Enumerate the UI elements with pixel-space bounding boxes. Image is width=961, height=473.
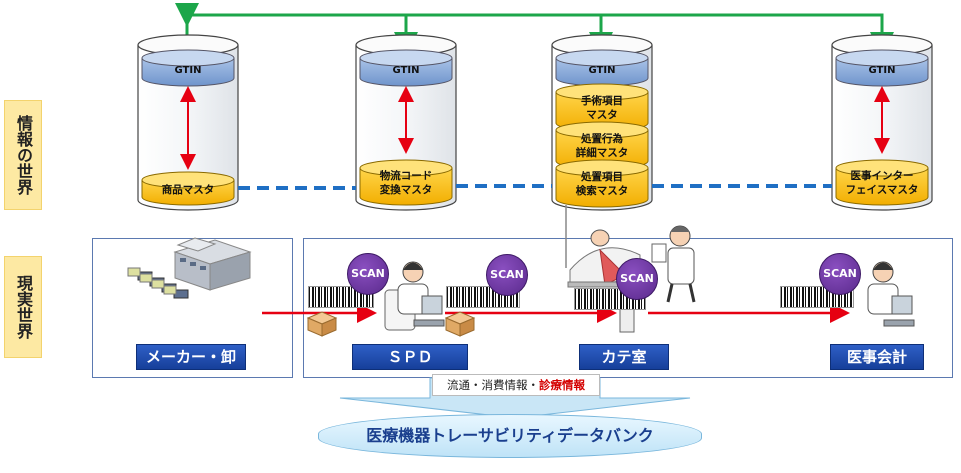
worker-icon [867, 261, 915, 327]
down-arrow [339, 377, 691, 419]
factory-icon [127, 237, 252, 299]
info-flow-tag: 流通・消費情報・診療情報 [432, 374, 600, 396]
scan-badge: SCAN [616, 258, 658, 300]
stage-cath-lab: カテ室 [579, 344, 669, 370]
info-flow-highlight: 診療情報 [539, 378, 585, 392]
doctor-icon [651, 225, 696, 303]
worker-icon [384, 261, 445, 331]
gtin-label: GTIN [392, 65, 420, 76]
cylinder-spd [355, 34, 457, 211]
real-world-label: 現実世界 [4, 256, 42, 358]
box-icon [306, 311, 338, 337]
product-master-label: 商品マスタ [161, 184, 215, 196]
box-icon [444, 311, 476, 337]
gtin-link-line [175, 3, 894, 56]
stage-spd: ＳＰＤ [352, 344, 468, 370]
gtin-label: GTIN [174, 65, 202, 76]
traceability-databank-label: 医療機器トレーサビリティデータバンク [366, 426, 654, 445]
cylinder-cath [551, 34, 653, 211]
traceability-databank: 医療機器トレーサビリティデータバンク [318, 414, 702, 458]
scan-badge: SCAN [347, 253, 389, 295]
stage-medical-accounting: 医事会計 [830, 344, 924, 370]
medical-interface-master-label: 医事インター フェイスマスタ [845, 170, 919, 196]
procedure-detail-master-label: 処置行為 詳細マスタ [575, 133, 629, 159]
scan-badge: SCAN [486, 254, 528, 296]
scan-badge: SCAN [819, 253, 861, 295]
master-link-dashed-line [238, 184, 832, 190]
logistics-code-master-label: 物流コード 変換マスタ [379, 170, 433, 196]
info-flow-prefix: 流通・消費情報・ [447, 378, 539, 392]
procedure-search-master-label: 処置項目 検索マスタ [575, 171, 629, 197]
surgery-item-master-label: 手術項目 マスタ [581, 95, 623, 121]
gtin-label: GTIN [868, 65, 896, 76]
stage-maker: メーカー・卸 [136, 344, 246, 370]
cylinder-accounting [831, 34, 933, 211]
gtin-label: GTIN [588, 65, 616, 76]
info-world-label: 情報の世界 [4, 100, 42, 210]
cylinder-maker [137, 34, 239, 211]
